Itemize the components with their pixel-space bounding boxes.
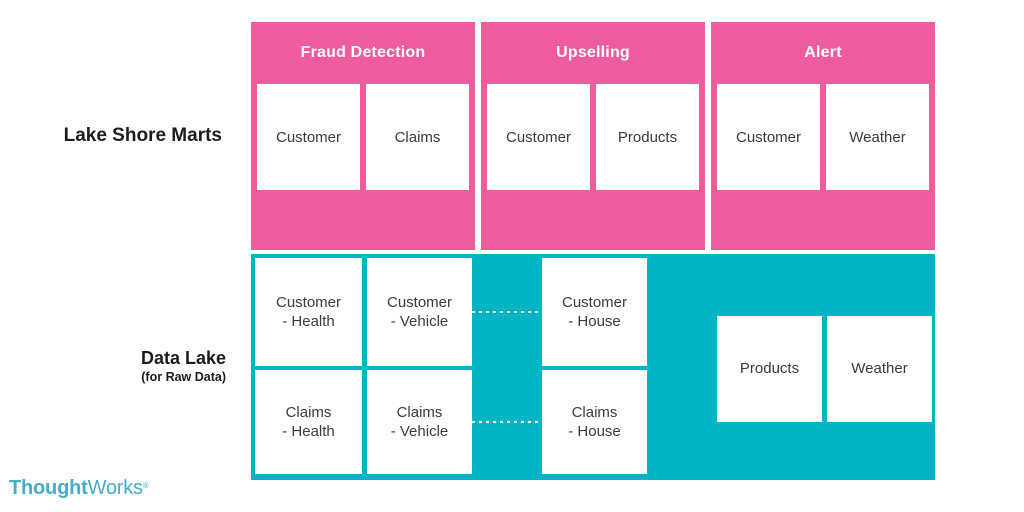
- lake-box-label-line2: - House: [568, 423, 621, 440]
- mart-box-customer: Customer: [487, 84, 590, 190]
- lake-shore-marts-label: Lake Shore Marts: [63, 125, 222, 146]
- data-lake-title: Data Lake: [140, 347, 226, 368]
- lake-box-claims-vehicle: Claims - Vehicle: [367, 370, 472, 474]
- lake-box-customer-health: Customer - Health: [255, 258, 362, 366]
- logo-bold-part: Thought: [9, 477, 88, 499]
- mart-box-weather: Weather: [826, 84, 929, 190]
- mart-boxes: Customer Products: [481, 84, 705, 190]
- mart-group-fraud-detection: Fraud Detection Customer Claims: [251, 22, 475, 250]
- dotted-connector-claims: [472, 421, 542, 423]
- mart-boxes: Customer Claims: [251, 84, 475, 190]
- marts-row: Fraud Detection Customer Claims Upsellin…: [251, 22, 935, 250]
- lake-box-label-line1: Customer: [561, 293, 628, 311]
- lake-box-label-line1: Claims: [285, 403, 332, 421]
- lake-box-label-line1: Claims: [396, 403, 443, 421]
- data-lake-block: Customer - Health Customer - Vehicle Cus…: [251, 254, 935, 480]
- mart-boxes: Customer Weather: [711, 84, 935, 190]
- logo-regular-part: Works: [87, 477, 144, 499]
- lake-box-customer-vehicle: Customer - Vehicle: [367, 258, 472, 366]
- mart-box-customer: Customer: [717, 84, 820, 190]
- mart-group-alert: Alert Customer Weather: [711, 22, 935, 250]
- lake-box-label-line1: Customer: [386, 293, 453, 311]
- thoughtworks-logo: ThoughtWorks®: [9, 477, 149, 500]
- lake-box-label-line1: Customer: [275, 293, 342, 311]
- lake-box-claims-house: Claims - House: [542, 370, 647, 474]
- mart-box-products: Products: [596, 84, 699, 190]
- lake-box-weather: Weather: [827, 316, 932, 422]
- data-lake-label: Data Lake (for Raw Data): [0, 254, 226, 480]
- lake-box-label-line2: - Vehicle: [390, 423, 449, 440]
- dotted-connector-customer: [472, 311, 542, 313]
- lake-box-claims-health: Claims - Health: [255, 370, 362, 474]
- mart-group-title: Fraud Detection: [300, 44, 426, 61]
- lake-box-label-line2: - Health: [282, 313, 335, 330]
- mart-group-title: Alert: [804, 44, 842, 61]
- lake-box-label-line2: - House: [568, 313, 621, 330]
- mart-box-customer: Customer: [257, 84, 360, 190]
- lake-box-label-line1: Claims: [571, 403, 618, 421]
- lake-box-customer-house: Customer - House: [542, 258, 647, 366]
- data-lake-subtitle: (for Raw Data): [141, 369, 226, 384]
- registered-mark-icon: ®: [142, 481, 149, 490]
- lake-box-label-line2: - Health: [282, 423, 335, 440]
- mart-group-title: Upselling: [556, 44, 630, 61]
- mart-group-upselling: Upselling Customer Products: [481, 22, 705, 250]
- lake-box-products: Products: [717, 316, 822, 422]
- mart-box-claims: Claims: [366, 84, 469, 190]
- lake-box-label-line2: - Vehicle: [390, 313, 449, 330]
